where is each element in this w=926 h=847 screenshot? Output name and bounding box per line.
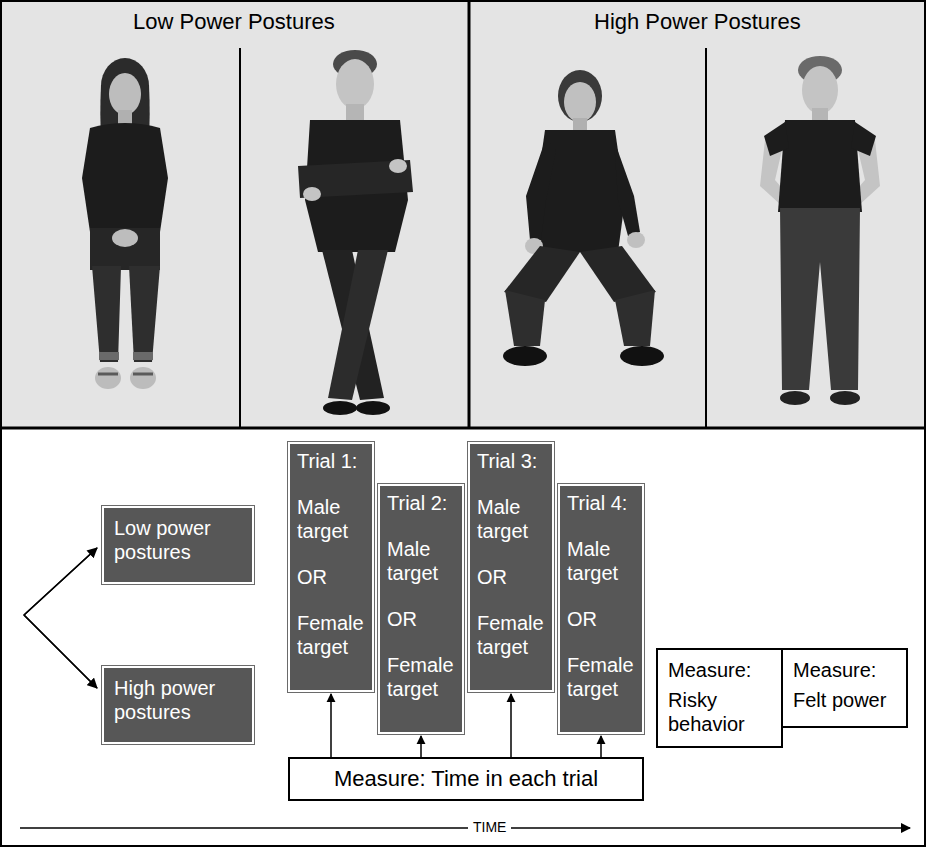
panel-heading: High Power Postures bbox=[594, 9, 801, 34]
measure-box: Measure: Time in each trial bbox=[288, 757, 644, 801]
box-text: Measure: Time in each trial bbox=[300, 766, 632, 792]
box-text: Measure: bbox=[793, 658, 898, 682]
box-text: Measure: bbox=[668, 658, 773, 682]
box-text: OR bbox=[477, 565, 546, 589]
box-text: High power postures bbox=[114, 676, 242, 724]
branch-line bbox=[24, 548, 97, 688]
person-figure bbox=[298, 50, 413, 415]
box-text: Trial 2: bbox=[387, 491, 456, 515]
person-figure bbox=[503, 70, 664, 366]
trial-box: Trial 4: Male targetOR Female target bbox=[558, 484, 644, 734]
box-text: Male target bbox=[477, 495, 546, 543]
measure-box: Measure: Risky behavior bbox=[656, 648, 783, 748]
trial-box: Trial 2: Male targetOR Female target bbox=[378, 484, 464, 734]
trial-box: Trial 3: Male targetOR Female target bbox=[468, 442, 554, 692]
box-text: OR bbox=[567, 607, 636, 631]
panel-heading: Low Power Postures bbox=[133, 9, 335, 34]
trial-box: Trial 1: Male targetOR Female target bbox=[288, 442, 374, 692]
connector-arrow bbox=[420, 736, 422, 757]
box-text: Low power postures bbox=[114, 516, 242, 564]
box-text: Male target bbox=[297, 495, 366, 543]
axis-label: TIME bbox=[468, 819, 511, 835]
box-text: Female target bbox=[387, 653, 456, 701]
panel-divider bbox=[239, 48, 241, 428]
connector-arrow bbox=[600, 736, 602, 757]
time-axis bbox=[20, 827, 910, 829]
measure-box: Measure: Felt power bbox=[781, 648, 908, 728]
box-text: OR bbox=[297, 565, 366, 589]
connector-arrow bbox=[330, 694, 332, 757]
photo-panel bbox=[0, 0, 926, 428]
box-text: OR bbox=[387, 607, 456, 631]
box-text: Male target bbox=[387, 537, 456, 585]
box-text: Trial 1: bbox=[297, 449, 366, 473]
panel-divider bbox=[468, 0, 471, 428]
box-text: Trial 3: bbox=[477, 449, 546, 473]
box-text: Female target bbox=[567, 653, 636, 701]
person-figure bbox=[760, 56, 880, 405]
box-text: Risky behavior bbox=[668, 688, 773, 736]
box-text: Felt power bbox=[793, 688, 898, 712]
box-text: Female target bbox=[477, 611, 546, 659]
branch-arrow bbox=[24, 615, 97, 688]
panel-divider bbox=[0, 427, 926, 430]
condition-box: Low power postures bbox=[102, 506, 254, 584]
condition-box: High power postures bbox=[102, 666, 254, 744]
branch-arrow bbox=[24, 548, 97, 615]
box-text: Trial 4: bbox=[567, 491, 636, 515]
box-text: Male target bbox=[567, 537, 636, 585]
box-text: Female target bbox=[297, 611, 366, 659]
panel-divider bbox=[705, 48, 707, 428]
person-figure bbox=[82, 58, 168, 389]
connector-arrow bbox=[510, 694, 512, 757]
